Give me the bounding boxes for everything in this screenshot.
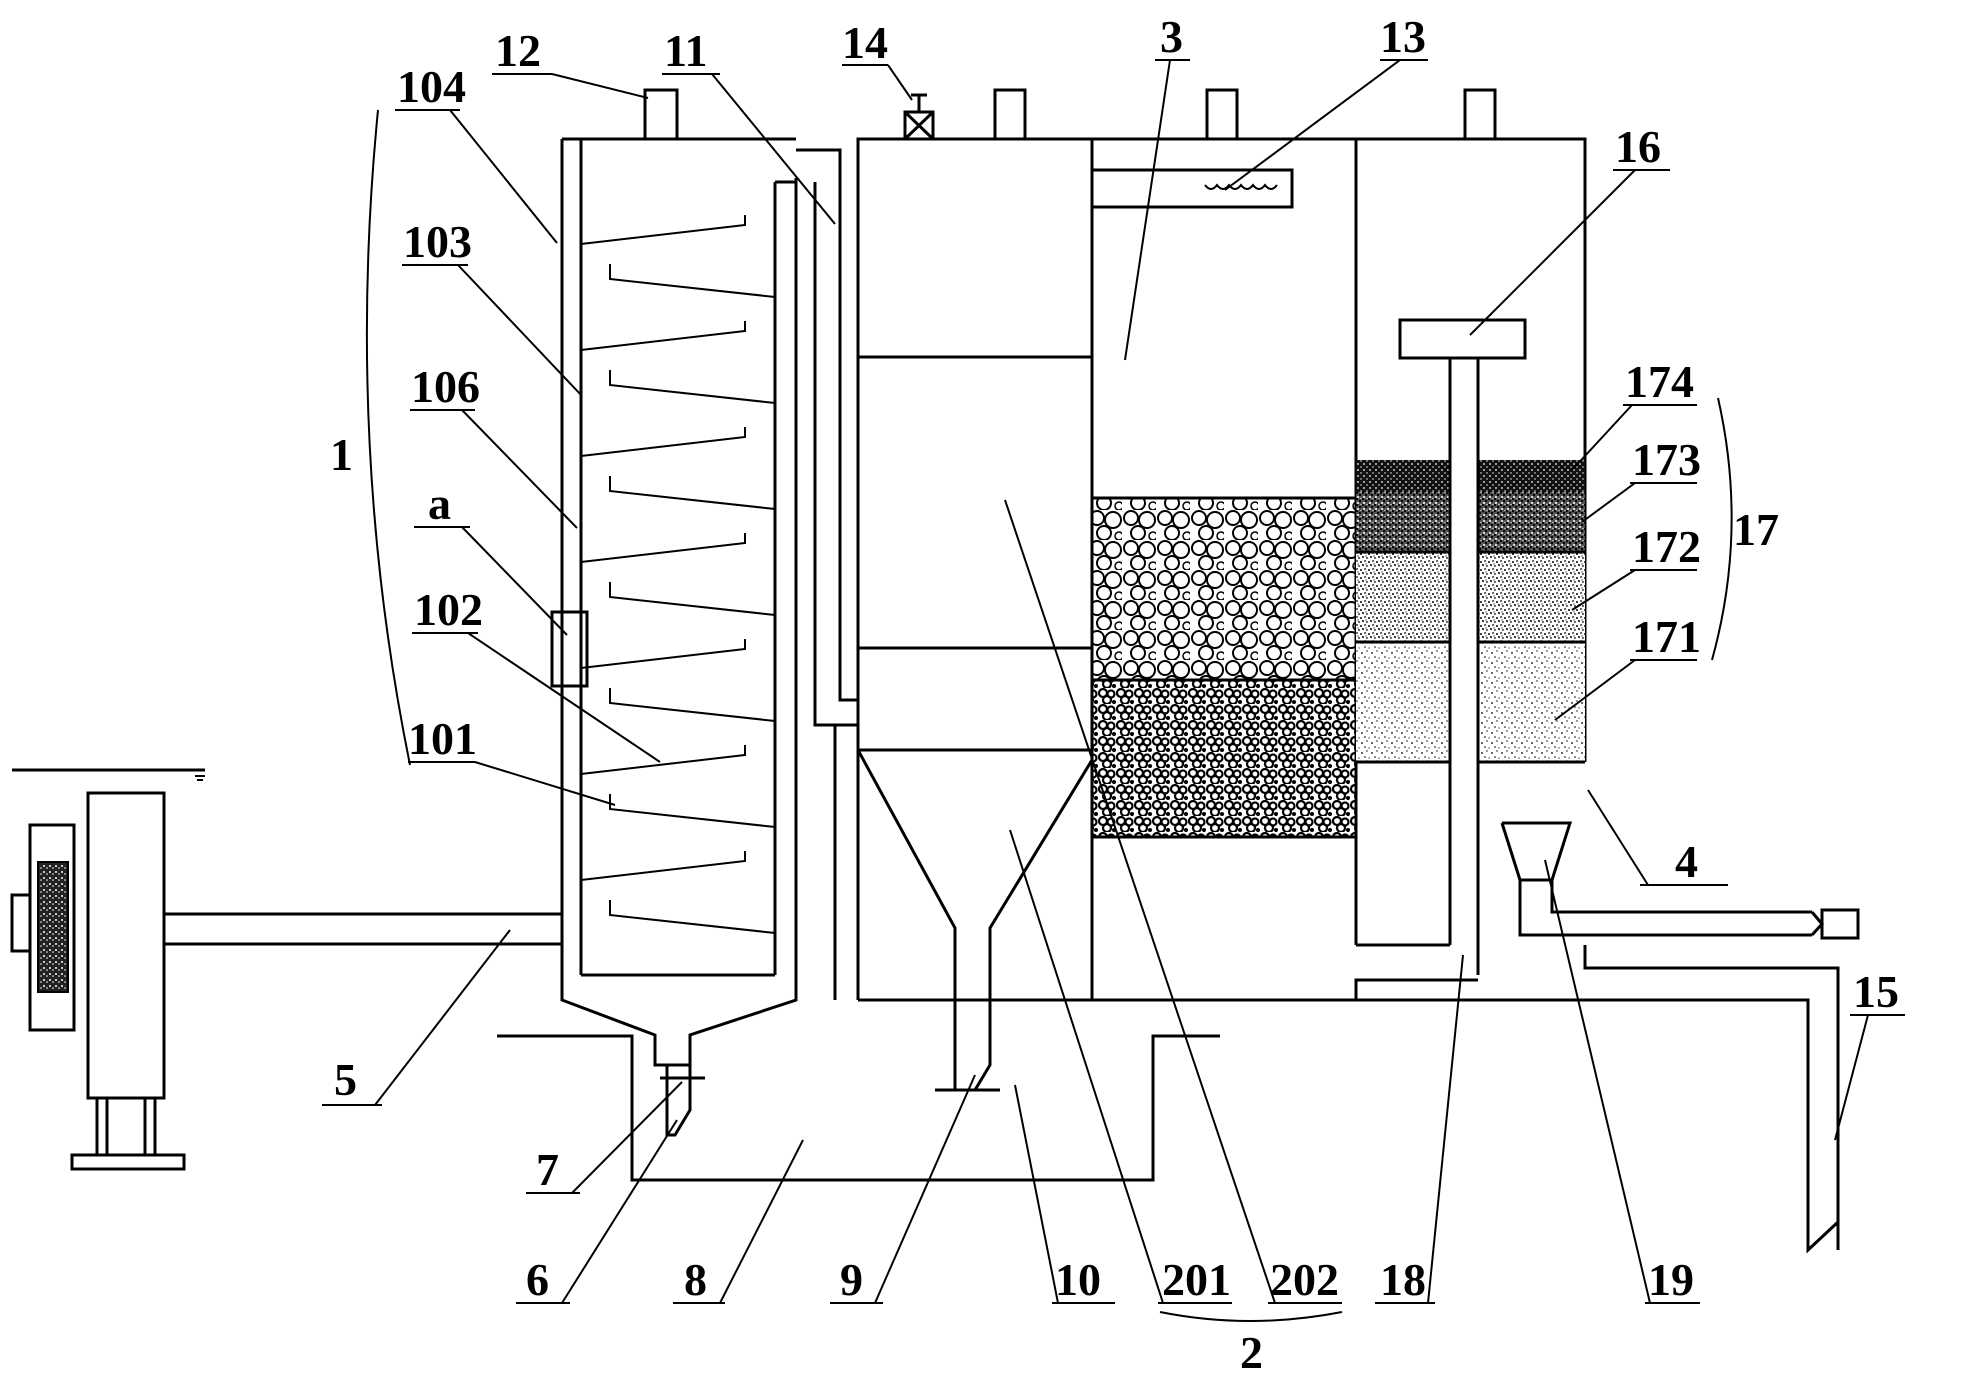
left-baffles (580, 215, 746, 881)
label-19: 19 (1648, 1254, 1694, 1305)
label-6: 6 (526, 1254, 549, 1305)
label-172: 172 (1632, 521, 1701, 572)
tank-1 (550, 88, 798, 1137)
blower-fan (10, 768, 205, 1171)
label-16: 16 (1615, 121, 1661, 172)
collection-basin (497, 1034, 1220, 1182)
label-103: 103 (403, 216, 472, 267)
label-18: 18 (1380, 1254, 1426, 1305)
label-17: 17 (1733, 504, 1779, 555)
main-treatment-tank (856, 88, 1700, 1092)
label-12: 12 (495, 25, 541, 76)
connecting-pipe-11 (796, 148, 858, 727)
outlet-pipe (1583, 945, 1840, 1254)
label-14: 14 (842, 17, 888, 68)
label-173: 173 (1632, 434, 1701, 485)
label-104: 104 (397, 61, 466, 112)
label-9: 9 (840, 1254, 863, 1305)
label-101: 101 (408, 713, 477, 764)
label-11: 11 (664, 25, 707, 76)
air-pipe (164, 912, 562, 946)
label-202: 202 (1270, 1254, 1339, 1305)
part-labels: 12 11 14 3 13 104 103 106 1 a 102 101 5 … (330, 11, 1899, 1378)
label-4: 4 (1675, 836, 1698, 887)
label-5: 5 (334, 1054, 357, 1105)
right-baffles (609, 264, 776, 934)
label-2: 2 (1240, 1327, 1263, 1378)
label-201: 201 (1162, 1254, 1231, 1305)
label-171: 171 (1632, 611, 1701, 662)
label-1: 1 (330, 429, 353, 480)
leader-lines (322, 59, 1905, 1322)
label-10: 10 (1055, 1254, 1101, 1305)
label-8: 8 (684, 1254, 707, 1305)
filter-column (1354, 318, 1585, 1000)
label-15: 15 (1853, 966, 1899, 1017)
label-a: a (428, 478, 451, 529)
label-3: 3 (1160, 11, 1183, 62)
label-13: 13 (1380, 11, 1426, 62)
label-7: 7 (536, 1144, 559, 1195)
label-106: 106 (411, 361, 480, 412)
label-102: 102 (414, 584, 483, 635)
valve-14 (903, 93, 935, 141)
label-174: 174 (1625, 356, 1694, 407)
